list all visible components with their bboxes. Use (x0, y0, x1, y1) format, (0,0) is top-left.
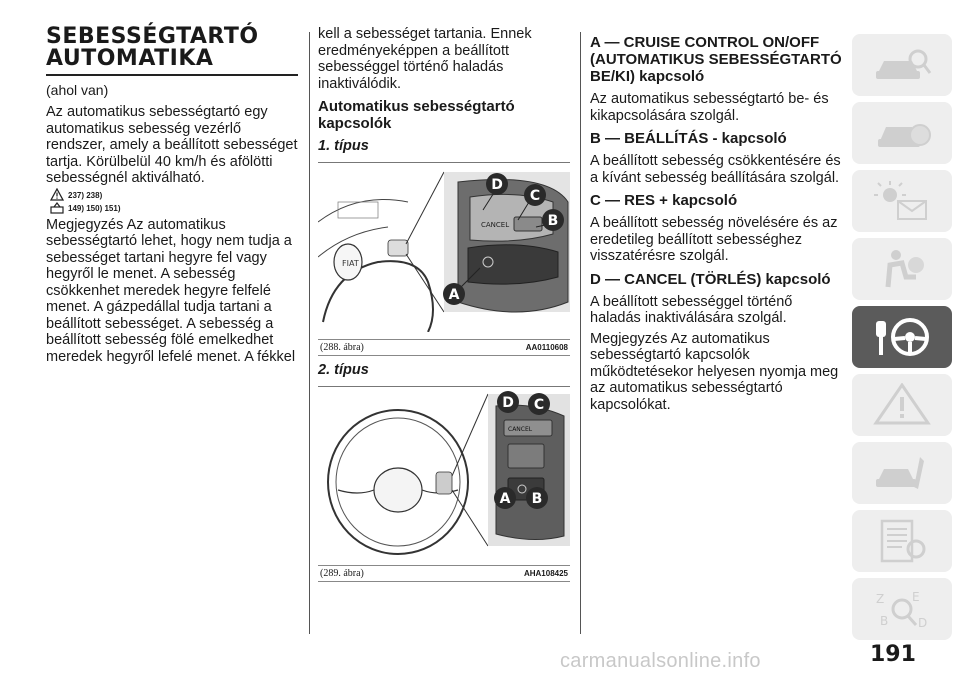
column-1: SEBESSÉGTARTÓ AUTOMATIKA (ahol van) Az a… (46, 26, 298, 369)
type-1-heading: 1. típus (318, 138, 369, 154)
type-2-heading: 2. típus (318, 362, 369, 378)
column-2: kell a sebességet tartania. Ennek eredmé… (317, 26, 570, 588)
fig2-label-a: A (500, 491, 511, 507)
car-search-icon (876, 49, 932, 79)
page-number: 191 (870, 642, 916, 667)
figure-288-caption: (288. ábra) AA0110608 (318, 339, 570, 356)
svg-text:Z: Z (876, 592, 884, 606)
continued-paragraph: kell a sebességet tartania. Ennek eredmé… (318, 26, 532, 92)
switch-note: Megjegyzés Az automatikus sebességtartó … (590, 330, 839, 413)
figure-289-illustration: CANCEL D C A B (318, 386, 570, 558)
page-title: SEBESSÉGTARTÓ AUTOMATIKA (46, 26, 298, 76)
svg-text:B: B (880, 614, 888, 628)
title-line-1: SEBESSÉGTARTÓ (46, 24, 259, 49)
tab-specifications[interactable] (852, 510, 952, 572)
key-steering-wheel-icon (876, 318, 929, 356)
intro-paragraph: Az automatikus sebességtartó egy automat… (46, 104, 298, 186)
caution-icon (50, 201, 64, 214)
fig1-label-a: A (449, 287, 460, 303)
fig1-cancel-text: CANCEL (481, 221, 509, 229)
tab-starting-driving[interactable] (852, 306, 952, 368)
watermark: carmanualsonline.info (560, 650, 761, 672)
road-warning-icon (873, 383, 931, 425)
column-divider-1 (309, 32, 310, 634)
figure-288-illustration: FIAT CANCEL D C B A (317, 162, 570, 333)
tab-service[interactable] (852, 442, 952, 504)
svg-text:E: E (912, 590, 920, 604)
switch-c-text: A beállított sebesség növelésére és az e… (590, 215, 838, 264)
warning-ref-text-2: 149) 150) 151) (68, 203, 121, 213)
airbag-seatbelt-icon (885, 250, 924, 288)
fig1-label-c: C (530, 188, 540, 204)
column-3: A — CRUISE CONTROL ON/OFF (AUTOMATIKUS S… (590, 26, 842, 417)
tab-warning-lights[interactable] (852, 170, 952, 232)
svg-text:FIAT: FIAT (342, 259, 359, 268)
figure-289-caption-text: (289. ábra) (320, 568, 364, 579)
alphabet-index-icon: Z E B D (876, 590, 927, 630)
warning-triangle-icon (50, 187, 64, 201)
chapter-tabs: Z E B D (852, 34, 952, 646)
spec-sheet-icon (880, 519, 926, 563)
switch-a-text: Az automatikus sebességtartó be- és kika… (590, 91, 829, 124)
warning-ref-1: 237) 238) (50, 187, 298, 201)
svg-text:D: D (918, 616, 927, 630)
switch-a-heading: A — CRUISE CONTROL ON/OFF (AUTOMATIKUS S… (590, 34, 842, 85)
switch-c-heading: C — RES + kapcsoló (590, 192, 738, 209)
figure-289: CANCEL D C A B (289. ábra) AHA108425 (318, 386, 570, 582)
switch-b-text: A beállított sebesség csökkentésére és a… (590, 153, 841, 186)
tab-car-dashboard[interactable] (852, 102, 952, 164)
tab-car-search[interactable] (852, 34, 952, 96)
warning-light-mail-icon (874, 181, 927, 220)
warning-ref-text-1: 237) 238) (68, 190, 103, 200)
switch-b-heading: B — BEÁLLÍTÁS - kapcsoló (590, 130, 787, 147)
subtitle: (ahol van) (46, 82, 109, 98)
car-dashboard-icon (878, 124, 931, 147)
title-line-2: AUTOMATIKA (46, 46, 214, 71)
switch-d-text: A beállított sebességgel történő haladás… (590, 293, 793, 327)
fig2-label-d: D (502, 395, 514, 411)
switch-d-heading: D — CANCEL (TÖRLÉS) kapcsoló (590, 270, 831, 288)
fig2-label-b: B (532, 491, 543, 507)
fig2-cancel-text: CANCEL (508, 426, 533, 433)
figure-288-code: AA0110608 (525, 343, 568, 352)
tab-safety[interactable] (852, 238, 952, 300)
warning-ref-2: 149) 150) 151) (50, 201, 298, 214)
tab-emergency[interactable] (852, 374, 952, 436)
tab-index[interactable]: Z E B D (852, 578, 952, 640)
column-divider-2 (580, 32, 581, 634)
car-service-icon (876, 457, 924, 489)
figure-288: FIAT CANCEL D C B A ( (317, 162, 570, 356)
section-heading: Automatikus sebességtartó kapcsolók (318, 98, 515, 132)
note-paragraph: Megjegyzés Az automatikus sebességtartó … (46, 216, 296, 365)
figure-289-code: AHA108425 (523, 569, 568, 578)
fig1-label-b: B (548, 213, 559, 229)
figure-289-caption: (289. ábra) AHA108425 (318, 565, 570, 582)
fig1-label-d: D (491, 177, 503, 193)
fig2-label-c: C (534, 397, 544, 413)
figure-288-caption-text: (288. ábra) (320, 342, 364, 353)
